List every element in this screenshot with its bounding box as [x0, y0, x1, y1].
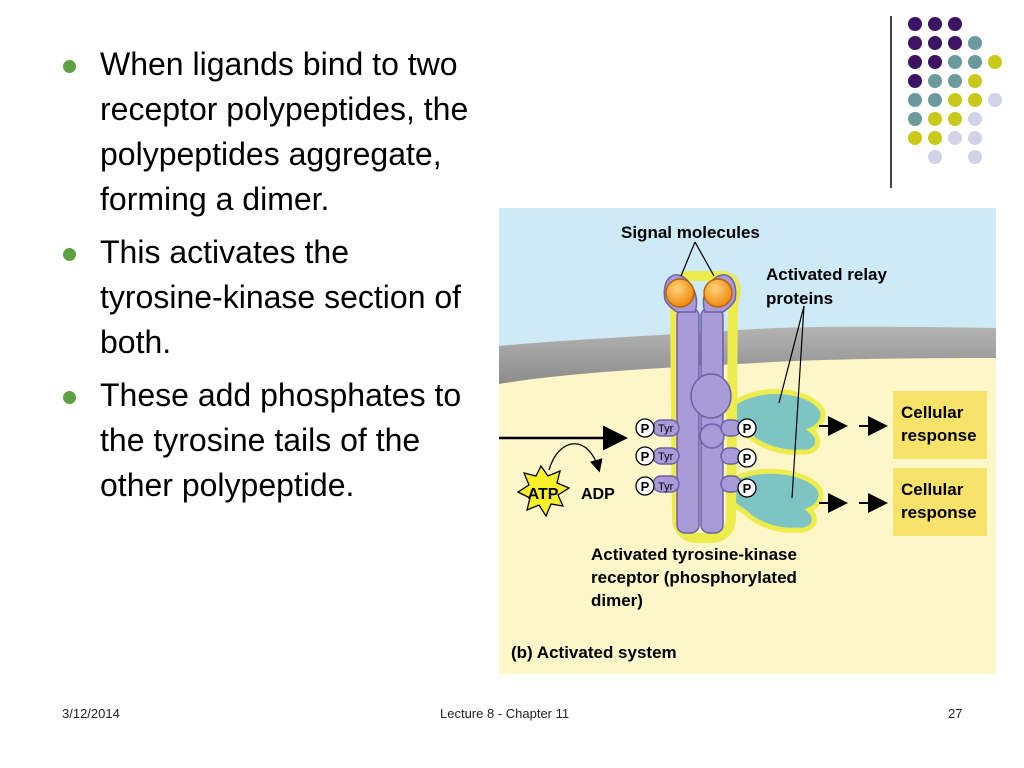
decor-dot — [968, 131, 982, 145]
relay-label-line1: Activated relay — [766, 265, 887, 284]
response-upper-line2: response — [901, 426, 977, 445]
bullet-list: When ligands bind to two receptor polype… — [60, 42, 480, 516]
decor-dot — [948, 131, 962, 145]
tyr-label: Tyr — [658, 451, 674, 463]
decor-dot — [988, 55, 1002, 69]
bullet-dot-icon — [63, 60, 76, 73]
decor-dot — [928, 93, 942, 107]
atp-label: ATP — [528, 486, 559, 503]
phosphate-label: P — [743, 451, 752, 466]
decor-dot — [968, 93, 982, 107]
signal-molecule-right — [703, 278, 733, 308]
decor-dot — [908, 17, 922, 31]
relay-pointer-line — [778, 305, 805, 404]
extracellular-background — [499, 208, 996, 346]
bullet-text: This activates the tyrosine-kinase secti… — [100, 234, 462, 360]
divider-line — [890, 16, 892, 188]
decor-dot — [928, 55, 942, 69]
decor-dot — [908, 74, 922, 88]
decor-dot — [948, 55, 962, 69]
bullet-text: These add phosphates to the tyrosine tai… — [100, 377, 462, 503]
relay-label-line2: proteins — [766, 289, 833, 308]
plasma-membrane — [499, 326, 996, 384]
decor-dot — [928, 17, 942, 31]
phosphate-label: P — [641, 479, 650, 494]
receptor-label-line2: receptor (phosphorylated — [591, 568, 797, 587]
decor-dot — [948, 112, 962, 126]
decor-dot — [928, 74, 942, 88]
receptor-diagram: Signal molecules Activated relay protein… — [499, 208, 996, 674]
decor-dot — [928, 150, 942, 164]
decorative-dot-grid — [905, 12, 1015, 172]
bullet-item: These add phosphates to the tyrosine tai… — [60, 373, 480, 508]
footer-page-number: 27 — [948, 706, 963, 721]
decor-dot — [968, 150, 982, 164]
decor-dot — [968, 55, 982, 69]
response-lower-line1: Cellular — [901, 480, 964, 499]
cellular-response-box-lower — [893, 468, 987, 536]
decor-dot — [968, 36, 982, 50]
signal-pointer-line — [694, 241, 715, 277]
decor-dot — [968, 112, 982, 126]
decor-dot — [948, 36, 962, 50]
atp-adp-arrow — [548, 443, 603, 473]
phosphate-label: P — [641, 449, 650, 464]
decor-dot — [988, 93, 1002, 107]
response-upper-line1: Cellular — [901, 403, 964, 422]
cellular-response-box-upper — [893, 391, 987, 459]
response-lower-line2: response — [901, 503, 977, 522]
phospho-right: P P P — [737, 418, 757, 498]
decor-dot — [948, 17, 962, 31]
decor-dot — [928, 36, 942, 50]
relay-pointer-line — [791, 305, 805, 499]
footer-date: 3/12/2014 — [62, 706, 120, 721]
decor-dot — [928, 131, 942, 145]
adp-label: ADP — [581, 486, 615, 503]
decor-dot — [968, 74, 982, 88]
decor-dot — [908, 131, 922, 145]
tyr-label: Tyr — [658, 423, 674, 435]
phosphate-label: P — [743, 481, 752, 496]
footer-title: Lecture 8 - Chapter 11 — [440, 706, 570, 721]
receptor-label-line3: dimer) — [591, 591, 643, 610]
bullet-dot-icon — [63, 248, 76, 261]
signal-molecules-label: Signal molecules — [621, 223, 760, 242]
bullet-dot-icon — [63, 391, 76, 404]
phospho-tyr-left: P Tyr P Tyr P Tyr — [635, 418, 674, 496]
decor-dot — [908, 36, 922, 50]
decor-dot — [908, 93, 922, 107]
atp-starburst-icon — [516, 464, 571, 518]
decor-dot — [928, 112, 942, 126]
bullet-item: This activates the tyrosine-kinase secti… — [60, 230, 480, 365]
decor-dot — [908, 112, 922, 126]
phosphate-label: P — [743, 421, 752, 436]
signal-pointer-line — [680, 241, 696, 277]
decor-dot — [948, 93, 962, 107]
decor-dot — [948, 74, 962, 88]
phosphate-label: P — [641, 421, 650, 436]
bullet-item: When ligands bind to two receptor polype… — [60, 42, 480, 222]
decor-dot — [908, 55, 922, 69]
bullet-text: When ligands bind to two receptor polype… — [100, 46, 469, 217]
figure-caption: (b) Activated system — [511, 643, 677, 662]
signal-molecule-left — [665, 278, 695, 308]
receptor-label-line1: Activated tyrosine-kinase — [591, 545, 797, 564]
tyr-label: Tyr — [658, 481, 674, 493]
